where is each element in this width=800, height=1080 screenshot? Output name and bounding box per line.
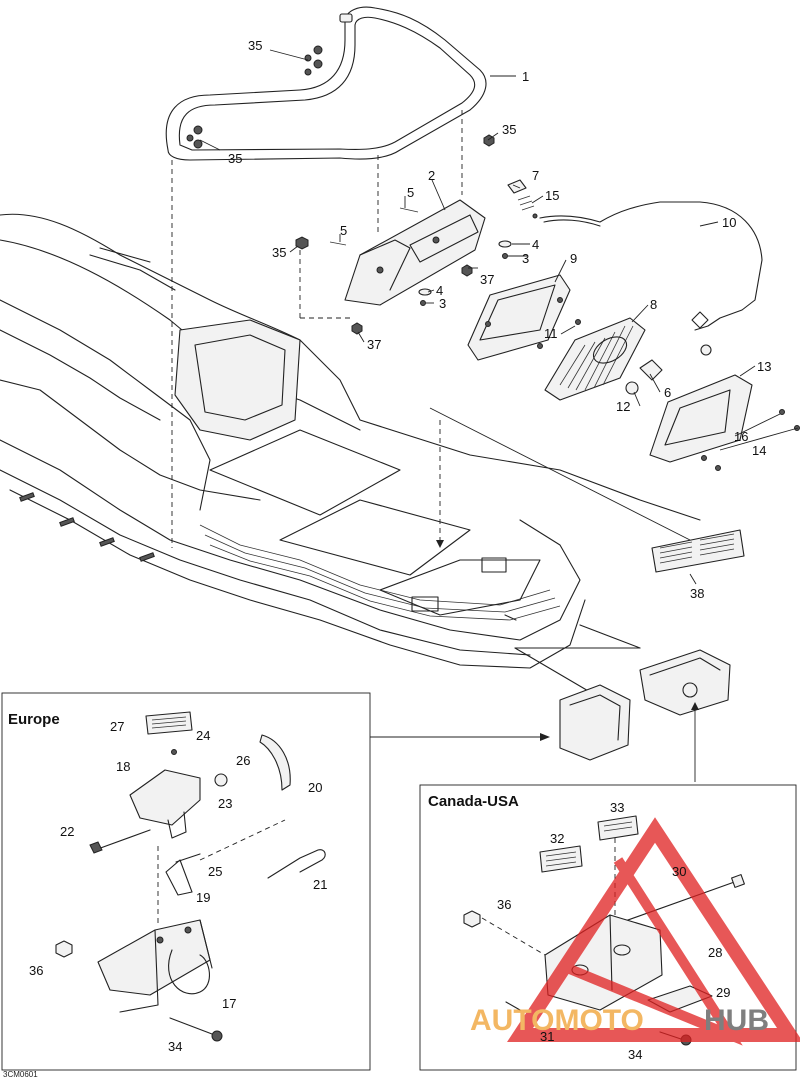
callout-11: 11: [544, 326, 558, 341]
callout-27: 27: [110, 719, 124, 734]
callout-8: 8: [650, 297, 657, 312]
callout-4a: 4: [532, 237, 539, 252]
callout-37b: 37: [367, 337, 381, 352]
callout-1: 1: [522, 69, 529, 84]
chassis-drawing: [0, 160, 701, 669]
callout-7: 7: [532, 168, 539, 183]
callout-18: 18: [116, 759, 130, 774]
callout-2: 2: [428, 168, 435, 183]
reflector-part-8: [537, 317, 646, 401]
decal-part-38: [429, 407, 745, 573]
callout-21: 21: [313, 877, 327, 892]
callout-29: 29: [716, 985, 730, 1000]
callout-4b: 4: [436, 283, 443, 298]
watermark-text-b: HUB: [704, 1004, 769, 1037]
callout-labels: 1 2 3 3 4 4 5 5 6 7 8 9 10 11 12 13 14 1…: [29, 38, 771, 1062]
callout-9: 9: [570, 251, 577, 266]
callout-22: 22: [60, 824, 74, 839]
callout-20: 20: [308, 780, 322, 795]
lens-cover-part-13: [649, 374, 800, 471]
callout-5a: 5: [407, 185, 414, 200]
callout-3a: 3: [522, 251, 529, 266]
europe-section: [1, 692, 550, 1071]
callout-16: 16: [734, 429, 748, 444]
callout-30: 30: [672, 864, 686, 879]
callout-35c: 35: [502, 122, 516, 137]
callout-35a: 35: [248, 38, 262, 53]
callout-31: 31: [540, 1029, 554, 1044]
callout-10: 10: [722, 215, 736, 230]
callout-14: 14: [752, 443, 766, 458]
taillight-bracket-part-2: [295, 134, 512, 335]
callout-37a: 37: [480, 272, 494, 287]
watermark-triangle: [507, 817, 800, 1042]
callout-35d: 35: [272, 245, 286, 260]
callout-12: 12: [616, 399, 630, 414]
hitch-preview: [504, 614, 731, 782]
watermark-text-a: AUTOMOTO: [470, 1004, 644, 1037]
callout-23: 23: [218, 796, 232, 811]
callout-36a: 36: [29, 963, 43, 978]
callout-25: 25: [208, 864, 222, 879]
callout-34a: 34: [168, 1039, 182, 1054]
callout-3b: 3: [439, 296, 446, 311]
callout-17: 17: [222, 996, 236, 1011]
callout-34b: 34: [628, 1047, 642, 1062]
figure-id: 3CM0601: [3, 1070, 38, 1079]
callout-24: 24: [196, 728, 210, 743]
callout-33: 33: [610, 800, 624, 815]
watermark-logo: AUTOMOTO HUB: [470, 817, 800, 1046]
wiring-harness-part-10: [507, 179, 763, 331]
taillight-housing-part-9: [467, 274, 571, 361]
callout-15: 15: [545, 188, 559, 203]
leader-lines: [199, 49, 799, 585]
callout-19: 19: [196, 890, 210, 905]
callout-6: 6: [664, 385, 671, 400]
callout-5b: 5: [340, 223, 347, 238]
callout-36b: 36: [497, 897, 511, 912]
bulb-socket-parts: [625, 344, 712, 395]
callout-28: 28: [708, 945, 722, 960]
callout-32: 32: [550, 831, 564, 846]
europe-title: Europe: [8, 711, 60, 728]
callout-35b: 35: [228, 151, 242, 166]
canada-usa-title: Canada-USA: [428, 793, 519, 810]
callout-26: 26: [236, 753, 250, 768]
grab-handle-part-1: [165, 6, 487, 232]
callout-38: 38: [690, 586, 704, 601]
watermark-triangle-inner: [558, 857, 743, 1046]
callout-13: 13: [757, 359, 771, 374]
